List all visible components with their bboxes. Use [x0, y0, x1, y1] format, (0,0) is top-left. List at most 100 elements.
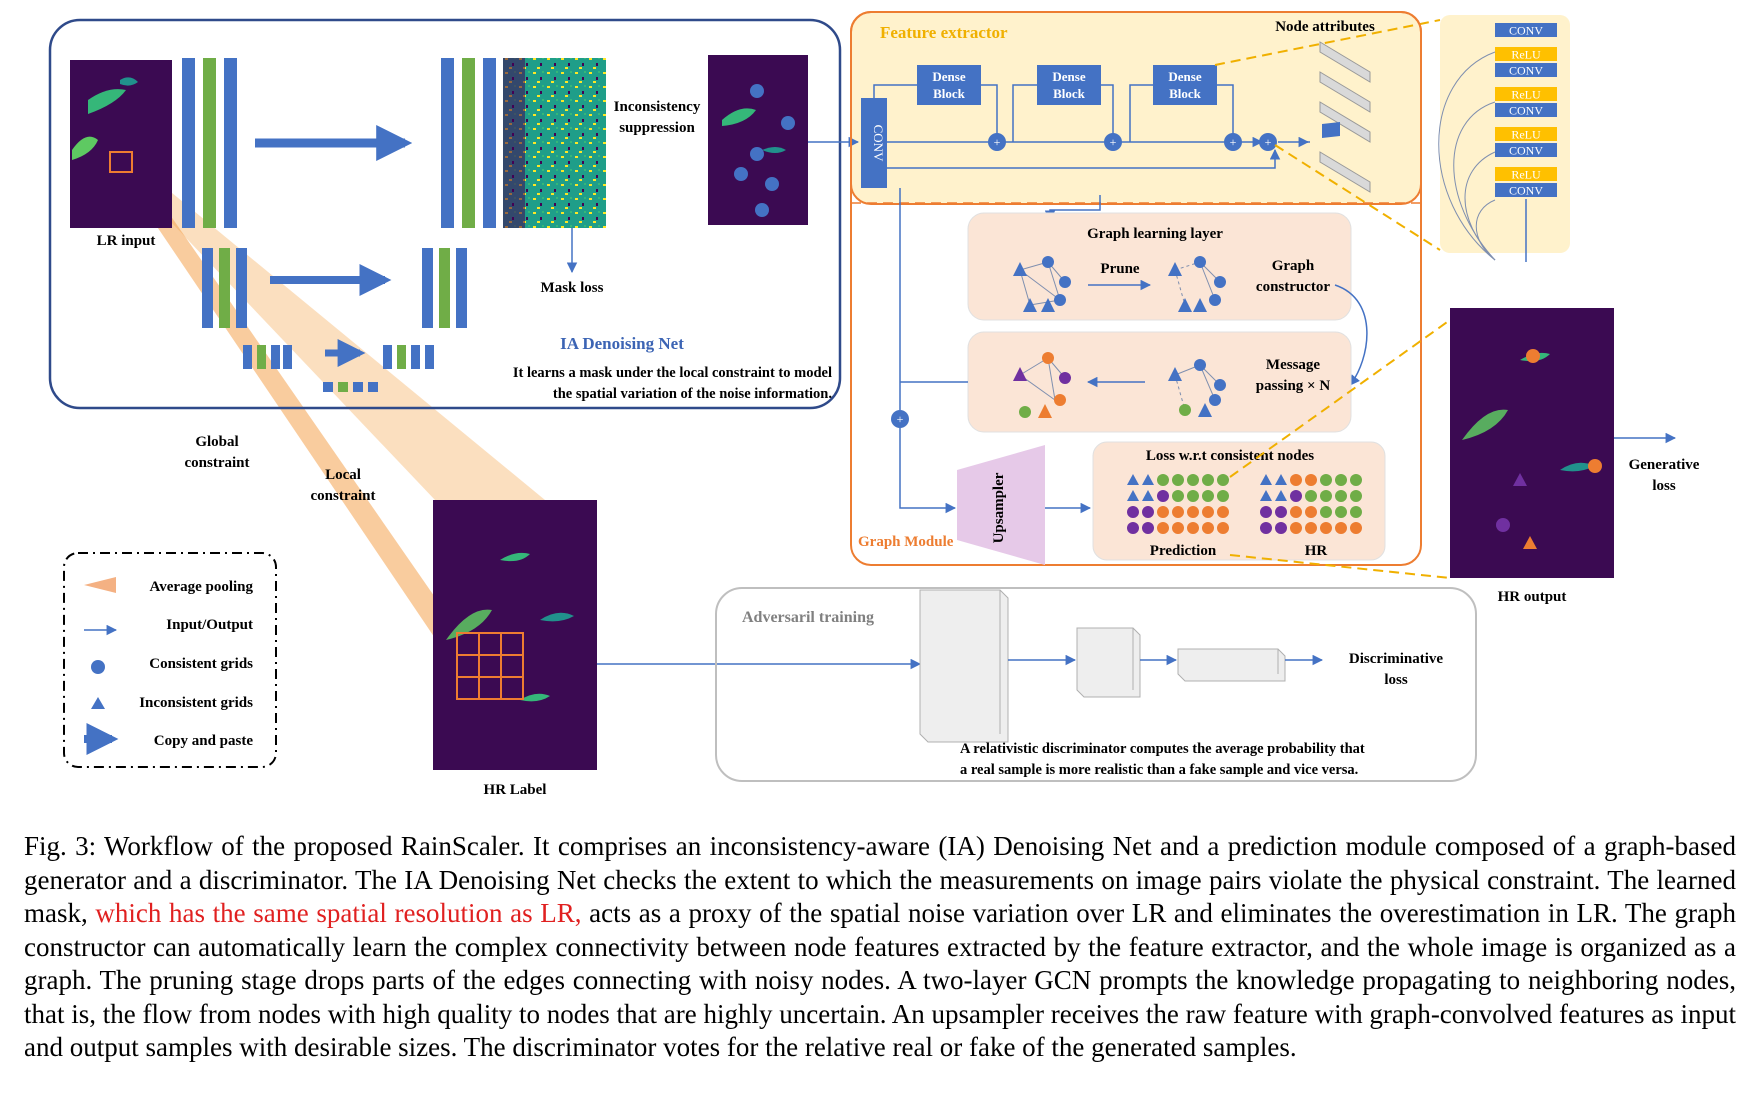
lr-input-image — [70, 60, 172, 228]
denoising-net-frame — [48, 18, 842, 410]
consistent-node — [1157, 490, 1169, 502]
consistent-node — [1217, 474, 1229, 486]
svg-text:+: + — [994, 135, 1001, 149]
svg-text:Block: Block — [1053, 86, 1086, 101]
consistent-node — [1320, 490, 1332, 502]
denoising-net-desc-2: the spatial variation of the noise infor… — [553, 386, 832, 402]
legend-copy-paste: Copy and paste — [154, 733, 254, 749]
suppression-label-1: Inconsistency — [614, 99, 701, 115]
prediction-grid — [1127, 474, 1229, 534]
hr-output-image — [1450, 308, 1614, 578]
caption-highlight: which has the same spatial resolution as… — [95, 898, 582, 928]
hr-grid-label: HR — [1305, 543, 1328, 559]
discriminator-blocks — [919, 589, 1286, 743]
stack-layer-label: CONV — [1509, 24, 1543, 38]
consistent-node — [1127, 506, 1139, 518]
consistent-node — [1172, 522, 1184, 534]
stack-layer-label: CONV — [1509, 184, 1543, 198]
local-constraint-label-2: constraint — [311, 488, 376, 504]
stack-layer-label: CONV — [1509, 144, 1543, 158]
denoised-image — [708, 55, 808, 225]
consistent-node — [1142, 522, 1154, 534]
stack-conv-layer — [1495, 103, 1557, 117]
inconsistent-node — [1260, 490, 1272, 501]
stack-conv-layer — [1495, 143, 1557, 157]
consistent-node — [1202, 490, 1214, 502]
legend-box — [63, 552, 277, 768]
svg-text:Block: Block — [1169, 86, 1202, 101]
consistent-node — [1350, 522, 1362, 534]
svg-text:Block: Block — [933, 86, 966, 101]
consistent-node — [1350, 506, 1362, 518]
stack-conv-layer — [1495, 63, 1557, 77]
generative-loss-label-1: Generative — [1629, 457, 1700, 473]
conv-block-label: CONV — [871, 125, 886, 162]
consistent-node — [1202, 506, 1214, 518]
pruned-graph — [1168, 256, 1226, 312]
consistent-node — [1260, 522, 1272, 534]
consistent-node — [1187, 490, 1199, 502]
stack-layer-label: ReLU — [1511, 168, 1541, 182]
svg-text:Dense: Dense — [1052, 69, 1085, 84]
consistent-node — [1217, 490, 1229, 502]
graph-sum-node — [891, 410, 909, 428]
consistent-node — [1157, 522, 1169, 534]
stack-layer-label: CONV — [1509, 104, 1543, 118]
consistent-node — [1217, 522, 1229, 534]
stack-relu-layer — [1495, 127, 1557, 141]
svg-text:+: + — [1230, 135, 1237, 149]
graph-module-frame — [850, 11, 1422, 566]
svg-text:+: + — [897, 412, 904, 426]
inconsistent-node — [1127, 490, 1139, 501]
graph-constructor-label-1: Graph — [1272, 258, 1315, 274]
adversarial-frame — [715, 587, 1477, 782]
stack-layer-label: ReLU — [1511, 128, 1541, 142]
skip-connection-arcs — [1438, 51, 1496, 261]
consistent-grid-icon — [91, 660, 105, 674]
consistent-node — [1290, 522, 1302, 534]
consistent-node — [1320, 506, 1332, 518]
stack-conv-layer — [1495, 183, 1557, 197]
hr-label-caption: HR Label — [484, 782, 547, 798]
consistent-node — [1305, 490, 1317, 502]
consistent-node — [1202, 522, 1214, 534]
consistent-node — [1187, 474, 1199, 486]
consistent-node — [1290, 474, 1302, 486]
graph-learning-layer-title: Graph learning layer — [1087, 226, 1223, 242]
full-graph — [1013, 256, 1071, 312]
consistent-node — [1350, 490, 1362, 502]
global-constraint-label-1: Global — [195, 434, 238, 450]
node-attributes-label: Node attributes — [1275, 19, 1375, 35]
stack-relu-layer — [1495, 47, 1557, 61]
consistent-node — [1260, 506, 1272, 518]
adversarial-title: Adversaril training — [742, 609, 874, 626]
consistent-node — [1172, 474, 1184, 486]
svg-text:Dense: Dense — [932, 69, 965, 84]
consistent-node — [1275, 506, 1287, 518]
generative-loss-label-2: loss — [1652, 478, 1676, 494]
graph-module-title: Graph Module — [858, 534, 954, 550]
consistent-node — [1142, 506, 1154, 518]
consistent-node — [1335, 506, 1347, 518]
mask-image — [503, 58, 606, 228]
global-constraint-label-2: constraint — [185, 455, 250, 471]
disc-loss-label-1: Discriminative — [1349, 651, 1443, 667]
message-graph-out — [1013, 352, 1071, 418]
svg-text:Dense: Dense — [1168, 69, 1201, 84]
consistent-node — [1305, 474, 1317, 486]
consistent-node — [1335, 474, 1347, 486]
upsampler-label: Upsampler — [991, 472, 1007, 543]
consistent-node — [1290, 490, 1302, 502]
lr-input-label: LR input — [97, 233, 156, 249]
upsampler-block — [957, 445, 1045, 565]
hr-output-label: HR output — [1498, 589, 1567, 605]
consistent-node — [1350, 474, 1362, 486]
prune-label: Prune — [1100, 261, 1140, 277]
legend-consistent-grids: Consistent grids — [149, 656, 253, 672]
message-graph-in — [1168, 359, 1226, 417]
inconsistent-node — [1142, 490, 1154, 501]
consistent-node — [1157, 474, 1169, 486]
consistent-node — [1320, 522, 1332, 534]
message-passing-label-1: Message — [1266, 357, 1320, 373]
